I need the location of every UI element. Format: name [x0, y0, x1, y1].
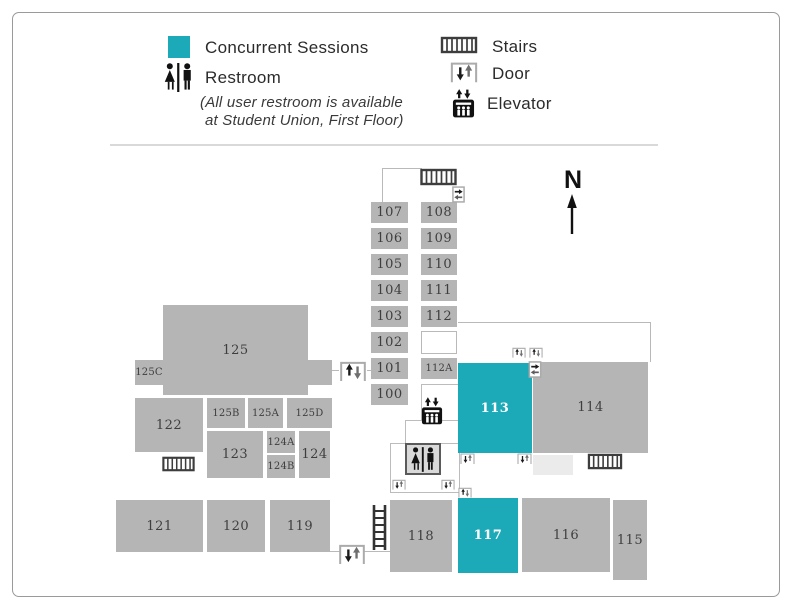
- legend-divider: [110, 144, 658, 146]
- room-125d: 125D: [287, 398, 332, 428]
- room-125c: 125C: [135, 360, 163, 385]
- stairs-icon: [371, 505, 388, 550]
- room-106: 106: [371, 228, 408, 249]
- restroom-location: [405, 443, 441, 475]
- door-icon: [392, 479, 406, 490]
- room-124b: 124B: [267, 455, 295, 478]
- corridor-line: [458, 322, 650, 323]
- room-116: 116: [522, 498, 610, 572]
- door-icon: [460, 453, 475, 464]
- corridor-line: [650, 322, 651, 362]
- door-icon: [337, 544, 367, 564]
- corridor-line: [382, 168, 422, 169]
- stairs-icon: [162, 456, 195, 472]
- door-icon: [512, 347, 526, 358]
- restroom-icon: [411, 446, 434, 472]
- door-icon: [338, 361, 368, 381]
- corridor-line: [367, 370, 372, 371]
- room-121: 121: [116, 500, 203, 552]
- room-unlabeled: [421, 331, 457, 354]
- restroom-note-line1: (All user restroom is available: [200, 94, 403, 111]
- room-123: 123: [207, 431, 263, 478]
- room-100: 100: [371, 384, 408, 405]
- room-103: 103: [371, 306, 408, 327]
- restroom-icon: [162, 63, 195, 92]
- legend-elevator-label: Elevator: [487, 94, 552, 113]
- stairs-icon: [420, 168, 457, 186]
- room-125a: 125A: [248, 398, 283, 428]
- room-109: 109: [421, 228, 457, 249]
- door-icon: [517, 453, 532, 464]
- room-114: 114: [533, 362, 648, 453]
- elevator-icon: [452, 89, 475, 118]
- page-border: [12, 12, 780, 597]
- corridor-line: [382, 168, 383, 202]
- concurrent-sessions-swatch: [168, 36, 190, 58]
- north-arrow-icon: [565, 194, 579, 234]
- room-115: 115: [613, 500, 647, 580]
- room-101: 101: [371, 358, 408, 379]
- corridor-line: [331, 370, 339, 371]
- door-icon: [450, 61, 478, 83]
- room-112: 112: [421, 306, 457, 327]
- legend-restroom-label: Restroom: [205, 68, 282, 87]
- room-124a: 124A: [267, 431, 295, 453]
- door-icon: [529, 347, 543, 358]
- room-102: 102: [371, 332, 408, 353]
- legend-door-label: Door: [492, 64, 531, 83]
- room-119: 119: [270, 500, 330, 552]
- room-104: 104: [371, 280, 408, 301]
- room-112a: 112A: [421, 358, 457, 379]
- room-125-extension: [308, 360, 332, 385]
- compass-north-label: N: [563, 166, 583, 194]
- room-118: 118: [390, 500, 452, 572]
- door-icon: [458, 487, 472, 498]
- room-125: 125: [163, 305, 308, 395]
- stairs-icon: [440, 36, 478, 54]
- room-125b: 125B: [207, 398, 245, 428]
- room-120: 120: [207, 500, 265, 552]
- legend-concurrent-sessions-label: Concurrent Sessions: [205, 38, 369, 57]
- door-icon: [452, 186, 465, 203]
- stairs-icon: [587, 453, 623, 470]
- door-icon: [441, 479, 455, 490]
- room-110: 110: [421, 254, 457, 275]
- room-124: 124: [299, 431, 330, 478]
- room-alcove: [533, 455, 573, 475]
- door-icon: [528, 361, 542, 378]
- room-107: 107: [371, 202, 408, 223]
- room-105: 105: [371, 254, 408, 275]
- elevator-icon: [421, 397, 443, 425]
- restroom-note-line2: at Student Union, First Floor): [205, 112, 404, 129]
- room-111: 111: [421, 280, 457, 301]
- room-122: 122: [135, 398, 203, 452]
- room-113-session: 113: [458, 363, 532, 453]
- room-117-session: 117: [458, 498, 518, 573]
- room-108: 108: [421, 202, 457, 223]
- legend-stairs-label: Stairs: [492, 37, 538, 56]
